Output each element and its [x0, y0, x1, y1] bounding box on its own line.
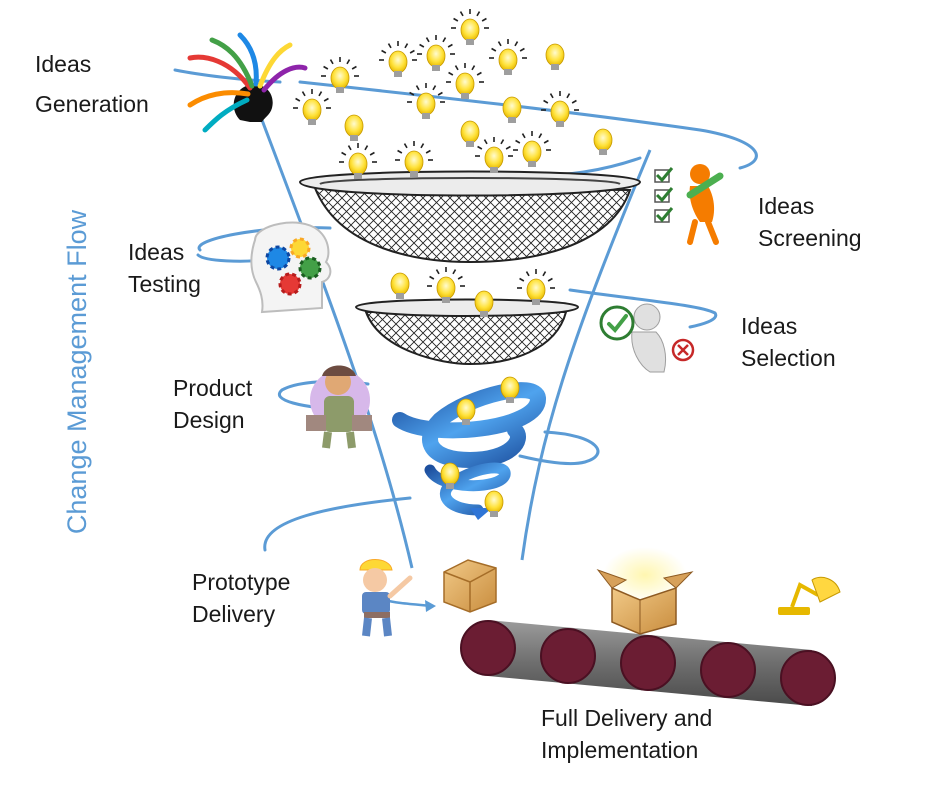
light-bulb-icon	[484, 490, 504, 517]
colorful-arrows-head-icon	[187, 32, 308, 133]
label-full-delivery: Full Delivery and Implementation	[541, 705, 713, 763]
check-cross-person-icon	[599, 303, 695, 373]
light-bulb-icon	[427, 267, 465, 303]
builder-icon	[359, 559, 413, 637]
desk-lamp-icon	[778, 576, 841, 615]
label-prototype-delivery: Prototype Delivery	[192, 569, 291, 627]
light-bulb-icon	[489, 39, 527, 75]
light-bulb-icon	[451, 9, 489, 45]
conveyor-roller	[540, 628, 596, 684]
light-bulb-icon	[321, 57, 359, 93]
conveyor-belt-icon	[460, 620, 836, 706]
label-ideas-screening: Ideas Screening	[758, 193, 862, 251]
light-bulb-icon	[474, 290, 494, 317]
checklist-person-icon	[654, 164, 724, 245]
light-bulb-icon	[517, 269, 555, 305]
change-management-flow-title: Change Management Flow	[62, 209, 92, 535]
flow-arrowhead	[425, 600, 436, 612]
conveyor-roller	[700, 642, 756, 698]
light-bulb-icon	[407, 83, 445, 119]
bottom-sieve	[354, 298, 580, 366]
light-bulb-icon	[344, 114, 364, 141]
light-bulb-icon	[379, 41, 417, 77]
light-bulb-icon	[339, 143, 377, 179]
conveyor-roller	[460, 620, 516, 676]
light-bulb-icon	[446, 63, 484, 99]
label-ideas-testing: Ideas Testing	[128, 239, 201, 297]
light-bulb-icon	[395, 141, 433, 177]
open-box-icon	[596, 547, 694, 635]
light-bulb-icon	[593, 128, 613, 155]
light-bulb-icon	[475, 137, 513, 173]
light-bulb-icon	[541, 91, 579, 127]
label-product-design: Product Design	[173, 375, 253, 433]
light-bulb-icon	[456, 398, 476, 425]
funnel-outline	[260, 119, 652, 569]
light-bulb-icon	[513, 131, 551, 167]
light-bulb-icon	[502, 96, 522, 123]
top-sieve	[298, 170, 642, 264]
conveyor-roller	[780, 650, 836, 706]
light-bulb-icon	[390, 272, 410, 299]
light-bulb-icon	[417, 35, 455, 71]
light-bulb-icon	[460, 120, 480, 147]
light-bulb-icon	[545, 43, 565, 70]
light-bulb-icon	[500, 376, 520, 403]
light-bulbs	[293, 9, 613, 517]
package-box-icon	[443, 559, 497, 613]
conveyor-roller	[620, 635, 676, 691]
light-bulb-icon	[440, 462, 460, 489]
gears-head-icon	[250, 221, 332, 314]
flow-swirl-lines	[173, 68, 758, 608]
label-ideas-generation: Ideas Generation	[35, 51, 149, 117]
light-bulb-icon	[293, 89, 331, 125]
craftsman-icon	[306, 365, 372, 449]
label-ideas-selection: Ideas Selection	[741, 313, 836, 371]
